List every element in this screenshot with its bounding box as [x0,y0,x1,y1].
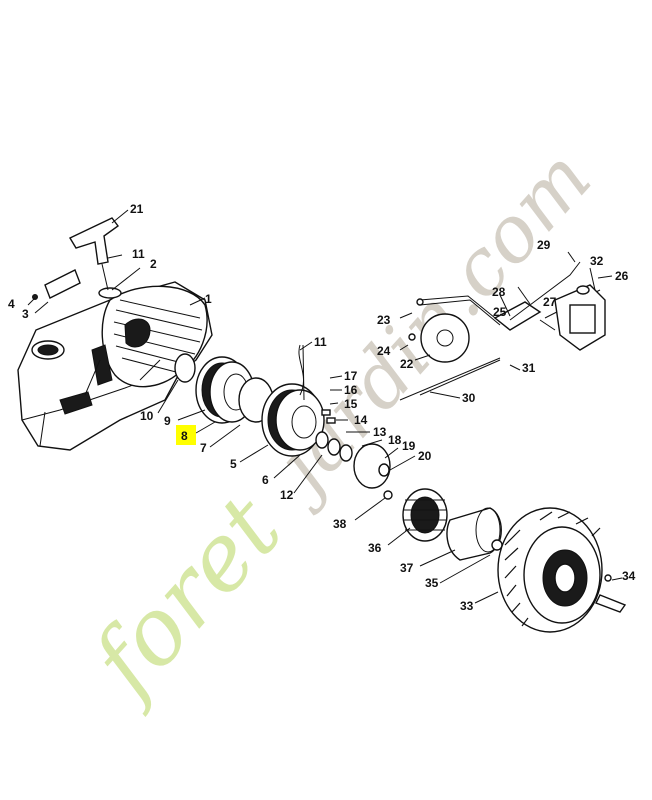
spring-cover [174,353,255,424]
callout-37: 37 [400,561,414,575]
starter-handle [69,217,119,291]
callout-2: 2 [150,257,157,271]
callout-11-handle: 11 [132,247,145,261]
leader-lines [27,209,623,604]
callout-24: 24 [377,344,391,358]
clutch-drum [383,488,448,542]
callout-13: 13 [373,425,387,439]
callout-30: 30 [462,391,476,405]
callout-28: 28 [492,285,506,299]
pawl-set [315,409,391,489]
callout-29: 29 [537,238,551,252]
callout-27: 27 [543,295,557,309]
callout-19: 19 [402,439,416,453]
callout-33: 33 [460,599,474,613]
clutch-bell [446,507,503,561]
callout-25: 25 [493,305,507,319]
callout-36: 36 [368,541,382,555]
callout-38: 38 [333,517,347,531]
callout-16: 16 [344,383,358,397]
callout-9: 9 [164,414,171,428]
callout-22: 22 [400,357,414,371]
callout-15: 15 [344,397,358,411]
callout-21: 21 [130,202,144,216]
callout-11-rope: 11 [314,335,327,349]
callout-35: 35 [425,576,439,590]
callout-labels: 1 2 3 4 5 6 7 8 9 10 11 11 12 13 14 15 1… [8,202,636,613]
flywheel [497,507,627,633]
callout-1: 1 [205,292,212,306]
highlight-box [176,425,196,445]
callout-5: 5 [230,457,237,471]
watermark: foret [68,475,303,719]
callout-31: 31 [522,361,536,375]
callout-17: 17 [344,369,358,383]
callout-10: 10 [140,409,154,423]
callout-20: 20 [418,449,432,463]
ignition-parts [399,261,606,401]
callout-3: 3 [22,307,29,321]
watermark-left: foret [68,475,303,719]
callout-26: 26 [615,269,629,283]
callout-12: 12 [280,488,294,502]
callout-6: 6 [262,473,269,487]
callout-7: 7 [200,441,207,455]
name-plate [32,269,81,300]
callout-8: 8 [181,429,188,443]
callout-32: 32 [590,254,604,268]
rope-pulley [238,344,325,457]
callout-18: 18 [388,433,402,447]
callout-23: 23 [377,313,391,327]
starter-rope [302,344,305,401]
callout-34: 34 [622,569,636,583]
callout-14: 14 [354,413,368,427]
callout-4: 4 [8,297,15,311]
